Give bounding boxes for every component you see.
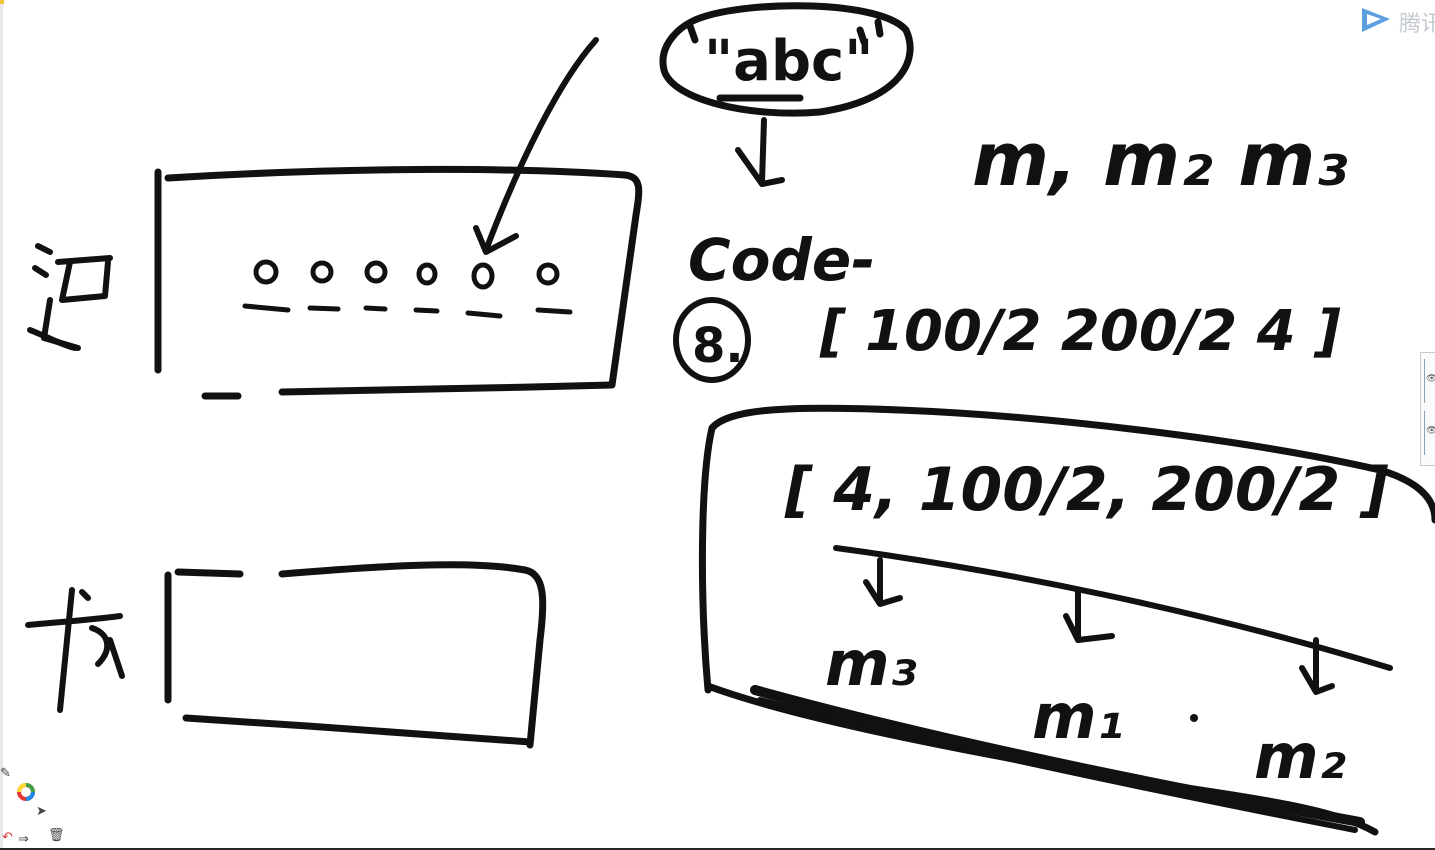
- label-m1: m₁: [1032, 680, 1124, 753]
- circled-eight-ring: [673, 297, 751, 383]
- sorted-box: [698, 404, 1435, 836]
- abc-text: "abc": [704, 29, 873, 94]
- code-text: Code-: [688, 226, 875, 294]
- window-corner-marker: [0, 0, 4, 4]
- memory-box-top: [154, 165, 643, 400]
- memory-cells: [242, 259, 573, 319]
- eye-icon[interactable]: 👁: [1426, 425, 1435, 435]
- right-side-panel[interactable]: 👁 👁: [1420, 352, 1435, 466]
- han-char-bottom: [25, 587, 125, 713]
- label-m3: m₃: [825, 627, 917, 700]
- app-logo: 腾讯: [1355, 4, 1435, 37]
- pen-toolbar: ✎ ➤ ↶ ⇒ 🗑: [0, 760, 80, 850]
- ink-dot: [1190, 714, 1198, 722]
- list-boxed: [ 4, 100/2, 200/2 ]: [784, 455, 1389, 525]
- left-edge: [0, 0, 3, 850]
- han-char-top: [27, 243, 113, 351]
- redo-icon[interactable]: ⇒: [18, 831, 29, 846]
- eye-icon[interactable]: 👁: [1426, 373, 1435, 383]
- undo-icon[interactable]: ↶: [2, 829, 13, 844]
- mapping-arrows: [833, 545, 1393, 695]
- bottom-border: [0, 848, 1435, 850]
- vars-top: m, m₂ m₃: [972, 117, 1348, 203]
- select-icon[interactable]: ➤: [36, 803, 47, 818]
- trash-icon[interactable]: 🗑: [48, 827, 65, 842]
- abc-down-arrow: [735, 117, 785, 187]
- circled-eight: 8.: [692, 318, 744, 374]
- side-slot-1[interactable]: 👁: [1424, 359, 1435, 403]
- side-slot-2[interactable]: 👁: [1424, 411, 1435, 455]
- play-triangle-icon: [1362, 8, 1390, 32]
- pointer-arrow: [473, 37, 599, 255]
- color-wheel-icon[interactable]: [16, 782, 36, 802]
- list-top: [ 100/2 200/2 4 ]: [819, 299, 1341, 364]
- label-m2: m₂: [1254, 720, 1346, 793]
- memory-box-bottom: [164, 561, 547, 749]
- pen-icon[interactable]: ✎: [0, 765, 11, 780]
- abc-bubble: [659, 2, 914, 117]
- logo-text: 腾讯: [1399, 12, 1435, 37]
